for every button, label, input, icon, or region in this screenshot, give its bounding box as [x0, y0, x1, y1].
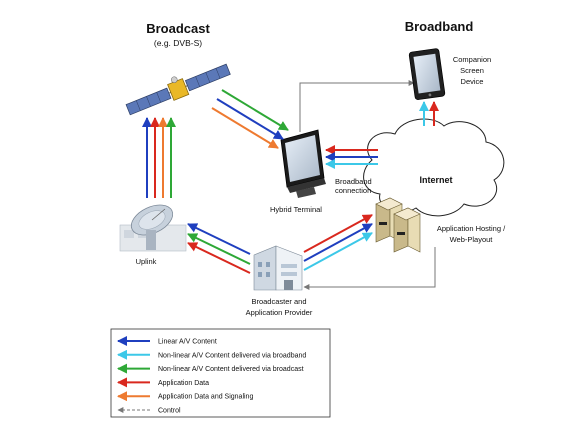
broadband-heading: Broadband [405, 19, 474, 34]
arrow-broadcaster-hosting-cyan [303, 232, 373, 271]
legend-label: Application Data [158, 380, 209, 387]
companion-device-icon [408, 48, 446, 100]
internet-label: Internet [419, 175, 452, 185]
companion-label-line2: Screen [460, 66, 484, 75]
uplink-label: Uplink [136, 257, 157, 266]
arrow-sat-terminal-orange [211, 107, 279, 149]
broadcast-subheading: (e.g. DVB-S) [154, 38, 202, 48]
legend-label: Linear A/V Content [158, 339, 217, 346]
legend-item: Linear A/V Content [117, 336, 217, 346]
hybrid-terminal-label: Hybrid Terminal [270, 205, 322, 214]
companion-label-line1: Companion [453, 55, 491, 64]
broadcast-heading: Broadcast [146, 21, 210, 36]
control-links [299, 80, 436, 290]
arrow-sat-terminal-blue [216, 98, 284, 140]
hybrid-terminal-icon [280, 129, 326, 198]
legend-label: Application Data and Signaling [158, 394, 253, 401]
arrow-broadcaster-uplink-blue [187, 223, 251, 255]
arrow-sat-terminal-green [221, 89, 289, 131]
hosting-label-line1: Application Hosting / [437, 224, 506, 233]
legend-item: Control [117, 407, 181, 415]
legend-item: Application Data [117, 377, 209, 388]
legend-item: Application Data and Signaling [117, 391, 253, 402]
legend-label: Non-linear A/V Content delivered via bro… [158, 352, 306, 359]
broadband-connection-label-line1: Broadband [335, 177, 372, 186]
legend-label: Control [158, 408, 181, 415]
arrow-broadcaster-uplink-green [187, 233, 251, 265]
control-line-terminal-companion [299, 80, 415, 132]
hosting-label-line2: Web-Playout [450, 235, 494, 244]
broadband-connection-label-line2: connection [335, 186, 371, 195]
legend-label: Non-linear A/V Content delivered via bro… [158, 366, 304, 373]
broadcaster-label-line2: Application Provider [246, 308, 313, 317]
arrow-broadcaster-hosting-blue [303, 223, 373, 262]
legend-box [110, 328, 331, 418]
control-line-hosting-broadcaster [303, 247, 436, 290]
broadcaster-label-line1: Broadcaster and [251, 297, 306, 306]
legend-item: Non-linear A/V Content delivered via bro… [117, 349, 306, 360]
companion-label-line3: Device [461, 77, 484, 86]
arrow-broadcaster-hosting-red [303, 214, 373, 253]
uplink-dish-icon [119, 204, 187, 252]
flow-arrows [142, 89, 439, 274]
legend-item: Non-linear A/V Content delivered via bro… [117, 363, 304, 374]
broadcaster-building-icon [253, 245, 303, 291]
hosting-servers-icon [375, 197, 421, 253]
satellite-icon [125, 63, 231, 116]
arrow-broadcaster-uplink-red [187, 242, 251, 274]
